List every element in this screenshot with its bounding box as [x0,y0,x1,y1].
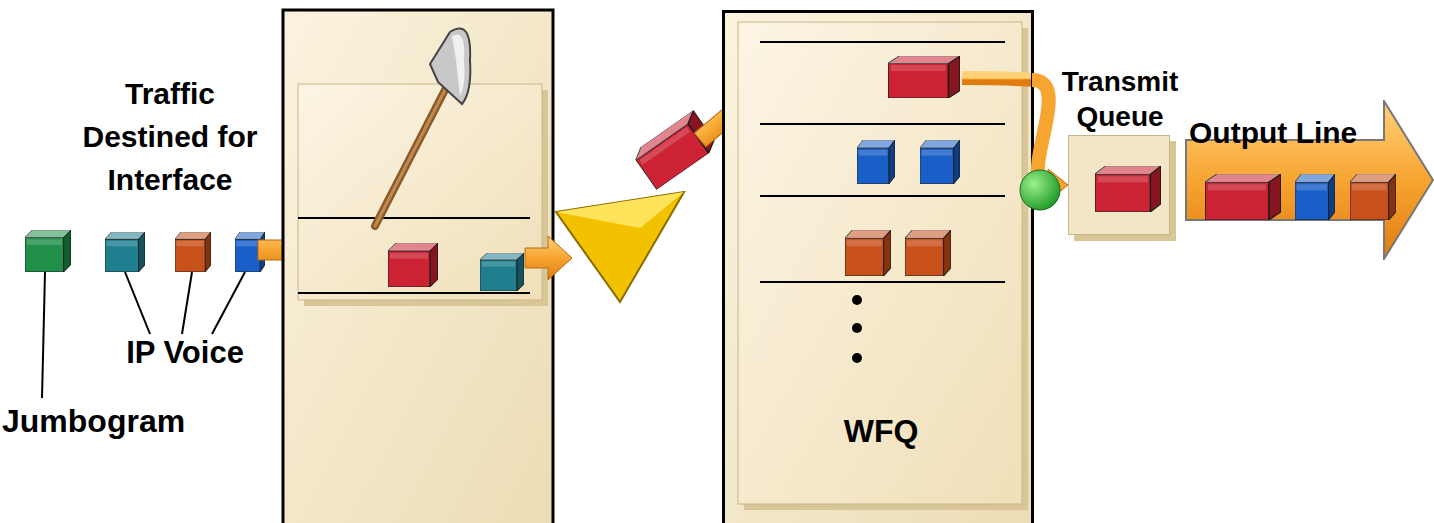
jumbogram-packet [25,230,71,272]
queued-packet [845,230,891,276]
voice-packet [480,253,524,291]
voice-packet [175,232,211,272]
traffic-label: Traffic Destined for Interface [65,72,275,201]
output-packet [1350,174,1396,220]
fragment-packet [388,243,438,287]
fragmentation-panel [283,10,553,523]
flow-arrow [962,78,1036,80]
leader-line [125,272,150,334]
classifier-funnel-top [556,192,684,228]
queue-line [760,41,1005,43]
transmit-packet [1095,166,1161,212]
queue-line [760,195,1005,197]
queue-line [760,123,1005,125]
scheduler-circle [1020,170,1060,210]
classifier-funnel [556,192,684,302]
ellipsis-dot [852,353,862,363]
axe-blade [430,29,470,105]
voice-packet [105,232,145,272]
queued-packet [888,56,960,98]
queue-line [298,217,530,219]
leader-line [212,272,245,334]
queued-packet [920,140,960,184]
arrow-body [1186,101,1433,259]
wfq-box: WFQ [722,10,1034,523]
voice-label: IP Voice [100,334,270,372]
flow-arrow [525,236,572,280]
output-packet [1205,174,1281,220]
box-title: WFQ [725,411,1037,451]
output-packet [1295,174,1335,220]
fragment-box [298,84,542,300]
axe-blade-shine [452,34,465,96]
fragment-packet [631,110,718,190]
connector-line [1032,80,1050,185]
leader-line [182,272,192,334]
axe-handle [375,88,446,226]
queue-line [760,281,1005,283]
queue-line [298,292,530,294]
jumbogram-label: Jumbogram [2,402,242,440]
queued-packet [905,230,951,276]
tilted-packet [631,110,718,190]
queued-packet [857,140,895,184]
axe-handle-highlight [375,88,446,226]
arrow-label: Output Line [1189,114,1389,152]
box-heading: Transmit Queue [1053,64,1187,134]
ellipsis-dot [852,295,862,305]
leader-line [42,272,45,398]
ellipsis-dot [852,323,862,333]
